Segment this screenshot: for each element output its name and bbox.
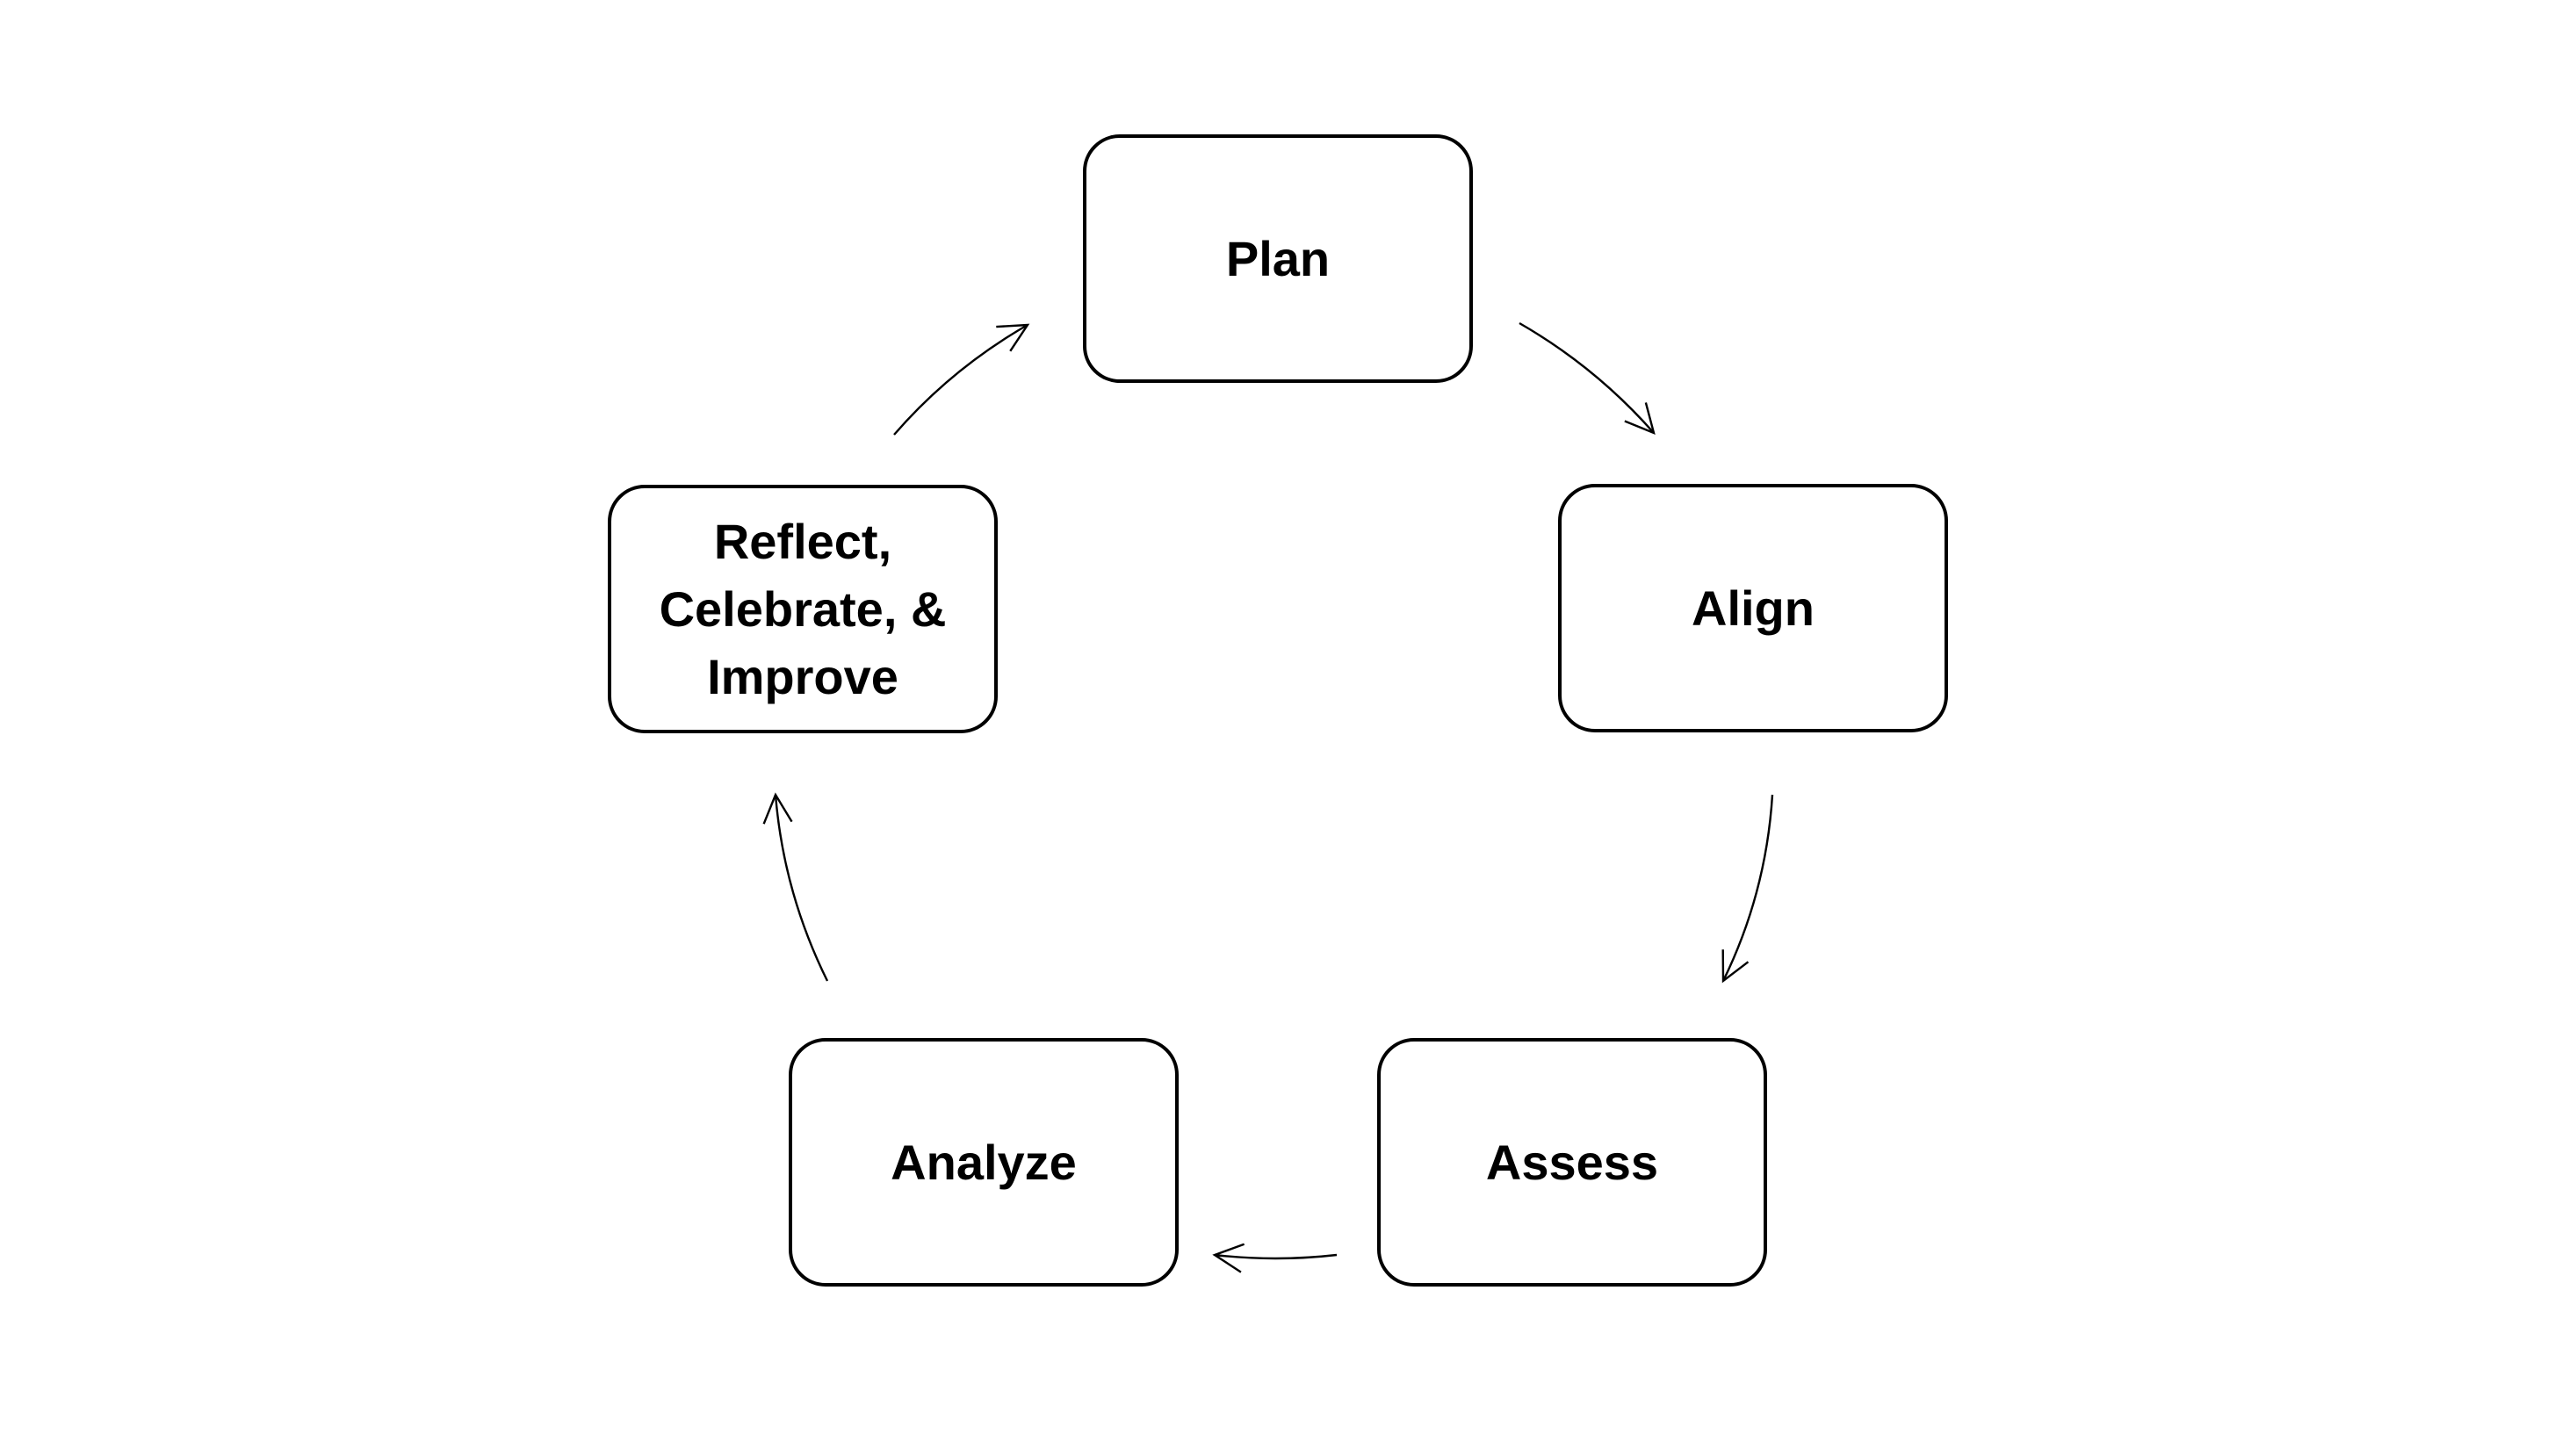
arrow-reflect-to-plan [893, 323, 1030, 436]
node-align: Align [1558, 484, 1948, 732]
node-assess-label: Assess [1485, 1134, 1659, 1190]
node-plan-label: Plan [1225, 230, 1331, 286]
node-assess: Assess [1377, 1038, 1767, 1287]
arrow-plan-to-align [1519, 321, 1656, 436]
arrow-assess-to-analyze [1212, 1243, 1338, 1273]
node-analyze-label: Analyze [891, 1134, 1077, 1190]
node-plan: Plan [1083, 134, 1473, 383]
arrow-analyze-to-reflect [762, 792, 829, 982]
node-align-label: Align [1692, 580, 1815, 636]
node-reflect-label: Reflect, Celebrate, & Improve [659, 513, 947, 705]
node-reflect: Reflect, Celebrate, & Improve [608, 485, 998, 733]
arrow-align-to-assess [1721, 794, 1774, 984]
node-analyze: Analyze [789, 1038, 1179, 1287]
